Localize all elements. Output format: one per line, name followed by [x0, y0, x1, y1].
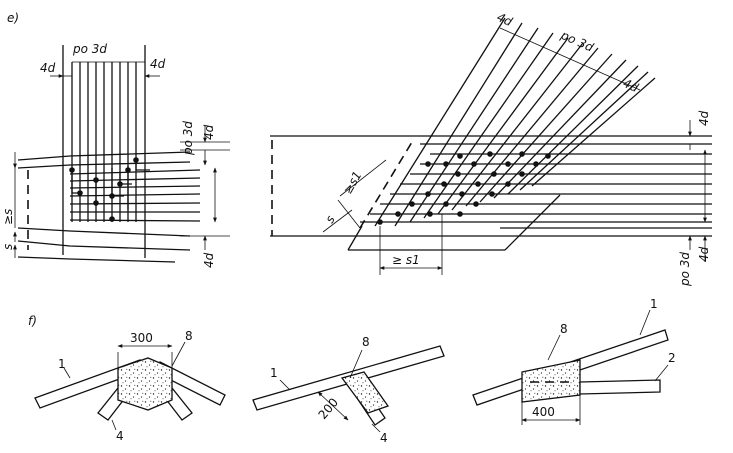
dim-label-min-s1-diag: ≥s1 [340, 169, 364, 197]
horizontal-bars-left [69, 169, 201, 222]
member-outline-right [270, 135, 712, 237]
sketch3-dim-label: 400 [532, 405, 555, 419]
dim-left-left: ≥s s [1, 152, 17, 258]
bar-intersection-dots-left [69, 157, 139, 222]
dim-label-min-spacing: ≥s [1, 209, 15, 225]
dim-label-anchor-top: 4d [495, 10, 515, 29]
dim-top-left: po 3d 4d 4d [40, 42, 166, 78]
dim-label-anchor-right: 4d [150, 57, 166, 71]
sketch2-label-8: 8 [362, 335, 370, 349]
sketch3-label-2: 2 [668, 351, 676, 365]
member-outline-left [17, 151, 191, 263]
dim-label-edge-right: 4d [202, 124, 216, 140]
dim-bottom-right: ≥ s1 [379, 214, 443, 275]
horizontal-bars-right [360, 153, 712, 223]
dim-label-edge-top: 4d [621, 76, 641, 95]
panel-f-sketch-2: 8 1 200 4 [252, 335, 445, 445]
inclined-bars-right [374, 17, 656, 227]
sketch1-label-1: 1 [58, 357, 66, 371]
sketch3-label-1: 1 [650, 297, 658, 311]
panel-f-sketch-1: 300 8 1 4 [34, 329, 226, 443]
dim-label-spacing: s [1, 244, 15, 250]
sketch2-label-1: 1 [270, 366, 278, 380]
dim-label-spacing-right-bottom: po 3d [678, 252, 692, 287]
dim-label-min-s1-bottom: ≥ s1 [392, 253, 420, 267]
dim-label-anchor-left: 4d [40, 61, 56, 75]
dim-label-spacing-right: po 3d [181, 121, 195, 156]
dim-top-right: 4d po 3d 4d [495, 10, 641, 95]
sketch2-label-4: 4 [380, 431, 388, 445]
panel-f-letter: f) [28, 314, 37, 328]
bar-hooks-left [71, 158, 150, 210]
dim-diagonal-right: ≥s1 s [322, 159, 387, 233]
sketch2-dim-label: 200 [316, 395, 341, 422]
dim-label-edge-right-bottom: 4d [202, 252, 216, 268]
dim-right-right: 4d po 3d 4d [678, 110, 711, 287]
dim-label-s-right: s [322, 213, 337, 225]
sketch1-dim-label: 300 [130, 331, 153, 345]
dim-label-edge-right-bottom-r: 4d [697, 246, 711, 262]
panel-f-sketch-3: 8 1 2 400 [472, 297, 676, 425]
panel-e-letter: e) [7, 11, 19, 25]
dim-label-spacing-top: po 3d [72, 42, 107, 56]
sketch3-label-8: 8 [560, 322, 568, 336]
bar-intersection-dots-right [377, 151, 551, 225]
panel-e-left-splice: e) [1, 11, 230, 268]
dim-label-edge-right-top: 4d [697, 110, 711, 126]
sketch1-label-8: 8 [185, 329, 193, 343]
dim-right-left: po 3d 4d 4d [180, 121, 230, 268]
inclined-member-outline [347, 141, 561, 251]
panel-e-right-splice: 4d po 3d 4d 4d po 3d 4d ≥s1 s [270, 10, 712, 287]
vertical-bars-left [62, 45, 146, 258]
sketch1-label-4: 4 [116, 429, 124, 443]
